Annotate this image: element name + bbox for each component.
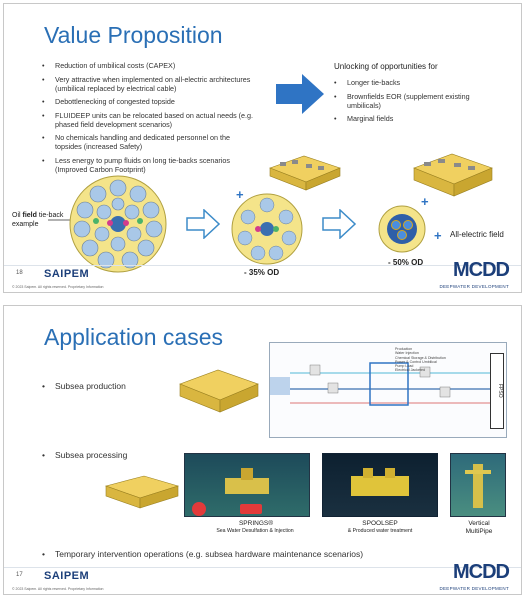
saipem-logo: SAIPEM — [44, 570, 90, 582]
bullet-item: Very attractive when implemented on all-… — [42, 75, 257, 93]
bullet-item: Debottlenecking of congested topside — [42, 97, 257, 106]
page-number: 17 — [16, 572, 23, 578]
mcdd-subtitle: DEEPWATER DEVELOPMENT — [439, 284, 509, 289]
bullet-item: Reduction of umbilical costs (CAPEX) — [42, 61, 257, 70]
copyright: © 2023 Saipem. All rights reserved. Prop… — [12, 587, 104, 591]
od-35-label: - 35% OD — [244, 268, 280, 277]
umbilical-cross-section-medium-icon — [231, 193, 303, 265]
fluideep-module-icon — [179, 369, 259, 413]
umbilical-cross-section-small-icon — [378, 205, 426, 253]
subsea-layout-diagram: Production Water Injection Chemical Stor… — [269, 342, 507, 438]
unlock-list: Longer tie-backs Brownfields EOR (supple… — [334, 78, 484, 128]
mcdd-subtitle: DEEPWATER DEVELOPMENT — [439, 586, 509, 591]
slide-application-cases: Application cases Subsea production Subs… — [3, 305, 522, 595]
bullet-item: Subsea production — [42, 382, 126, 392]
value-bullet-list: Reduction of umbilical costs (CAPEX) Ver… — [42, 61, 257, 178]
page-number: 18 — [16, 270, 23, 276]
slide-value-proposition: Value Proposition Reduction of umbilical… — [3, 3, 522, 293]
springs-sub: Sea Water Desulfation & Injection — [216, 528, 294, 534]
spoolsep-sub: & Produced water treatment — [347, 528, 413, 534]
vertical-multipipe-photo — [450, 453, 506, 517]
slide-title: Application cases — [44, 324, 223, 350]
all-electric-label: All-electric field — [450, 230, 504, 239]
oil-field-label: Oil field tie-back example — [12, 212, 64, 228]
mcdd-logo: MCDD — [453, 259, 510, 281]
slide-title: Value Proposition — [44, 22, 223, 48]
bullet-item: Temporary intervention operations (e.g. … — [42, 550, 512, 560]
fpso-box: FPSO — [490, 353, 504, 429]
plus-icon: + — [236, 187, 244, 202]
pointer-line — [48, 219, 70, 221]
plus-icon: + — [421, 194, 429, 209]
footer-divider — [4, 265, 521, 266]
mcdd-logo: MCDD — [453, 561, 510, 583]
application-bullet-2: Subsea processing — [42, 451, 127, 465]
spoolsep-label: SPOOLSEP — [362, 520, 398, 527]
bullet-item: Subsea processing — [42, 451, 127, 461]
hollow-right-arrow-icon — [322, 209, 356, 239]
footer-divider — [4, 567, 521, 568]
application-bullet-3: Temporary intervention operations (e.g. … — [42, 550, 512, 564]
unlock-item: Marginal fields — [334, 114, 484, 123]
hollow-right-arrow-icon — [186, 209, 220, 239]
copyright: © 2023 Saipem. All rights reserved. Prop… — [12, 285, 104, 289]
vertical-label: Vertical — [468, 520, 490, 527]
saipem-logo: SAIPEM — [44, 268, 90, 280]
bullet-item: No chemicals handling and dedicated pers… — [42, 133, 257, 151]
plus-icon: + — [434, 228, 442, 243]
od-50-label: - 50% OD — [388, 258, 424, 267]
fluideep-module-icon — [269, 155, 341, 191]
company-logo-icon — [192, 502, 206, 516]
application-bullet-1: Subsea production — [42, 382, 126, 396]
fluideep-module-large-icon — [413, 153, 493, 197]
umbilical-cross-section-large-icon — [69, 175, 167, 273]
bullet-item: FLUIDEEP units can be relocated based on… — [42, 111, 257, 129]
diagram-legend: Production Water Injection Chemical Stor… — [395, 347, 446, 373]
processing-skid-icon — [104, 475, 180, 509]
spoolsep-photo — [322, 453, 438, 517]
company-logo-icon — [240, 504, 262, 514]
bullet-item: Less energy to pump fluids on long tie-b… — [42, 156, 257, 174]
unlock-item: Brownfields EOR (supplement existing umb… — [334, 92, 484, 110]
big-right-arrow-icon — [276, 74, 324, 114]
unlock-title: Unlocking of opportunities for — [334, 62, 438, 71]
vertical-sub: MultiPipe — [465, 528, 493, 535]
unlock-item: Longer tie-backs — [334, 78, 484, 87]
springs-label: SPRINGS® — [238, 520, 274, 527]
